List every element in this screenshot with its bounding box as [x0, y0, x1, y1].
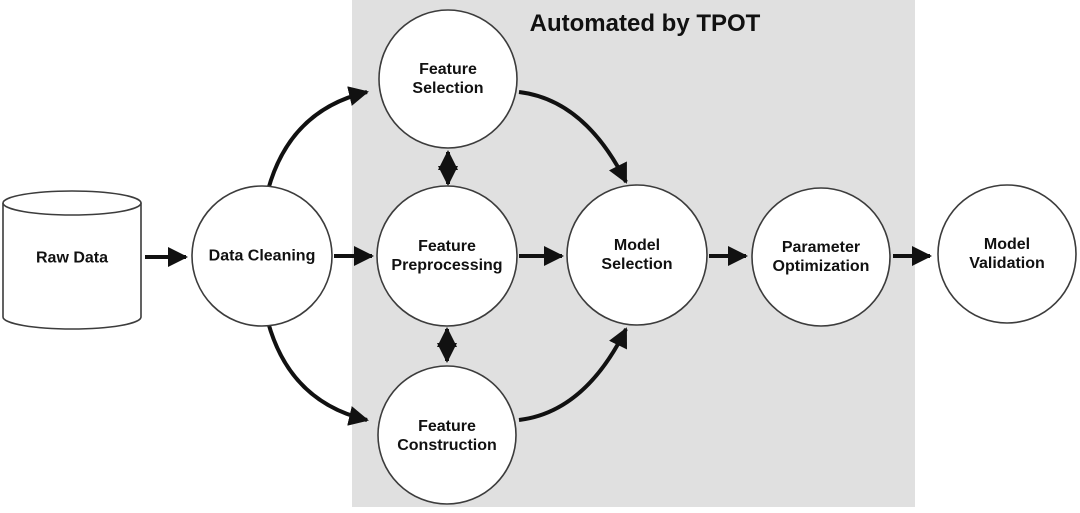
- node-parameter-optimization-circle: [751, 187, 891, 327]
- node-model-selection-circle: [566, 184, 708, 326]
- automated-region-title: Automated by TPOT: [529, 10, 761, 37]
- node-feature-preprocessing-circle: [376, 185, 518, 327]
- cylinder-top: [2, 190, 142, 216]
- edge-featureconstruction-to-modelselection-arrow: [518, 327, 628, 422]
- node-feature-selection-circle: [378, 9, 518, 149]
- node-data-cleaning-circle: [191, 185, 333, 327]
- node-model-validation-circle: [937, 184, 1077, 324]
- node-raw-data-cylinder: [2, 190, 142, 330]
- node-feature-construction-circle: [377, 365, 517, 505]
- cylinder-body: [2, 203, 142, 330]
- edge-datacleaning-to-featureselection-arrow: [266, 86, 369, 191]
- edge-featureselection-to-modelselection-arrow: [518, 90, 628, 184]
- edge-datacleaning-to-featureconstruction-arrow: [266, 321, 369, 426]
